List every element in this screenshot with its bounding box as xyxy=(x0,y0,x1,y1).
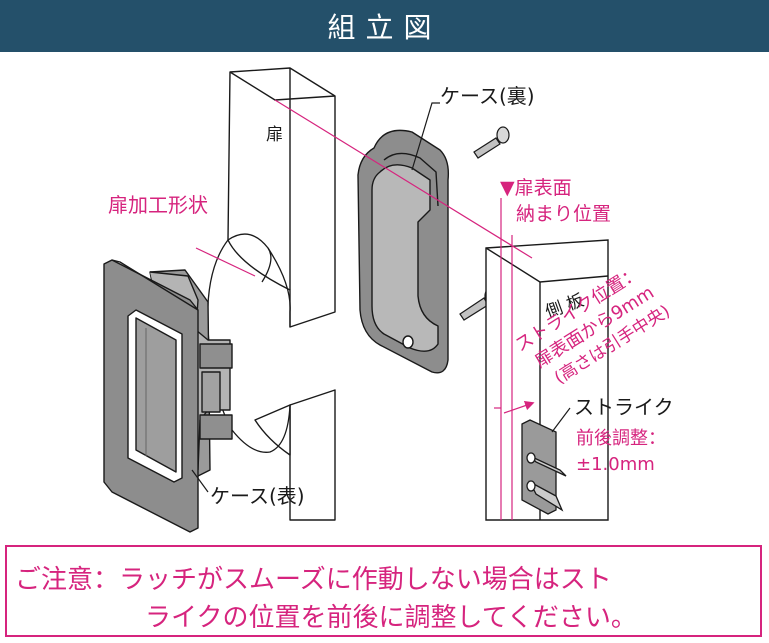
case-back xyxy=(357,129,450,374)
case-front xyxy=(103,259,233,533)
door-shape-label: 扉加工形状 xyxy=(108,193,208,217)
page-title: 組立図 xyxy=(327,11,442,44)
strike-plate xyxy=(521,419,567,515)
header-bar: 組立図 xyxy=(0,0,769,52)
assembly-diagram: 扉 側 板 xyxy=(103,67,674,533)
screw-top xyxy=(473,126,510,159)
door-surface-label-1: ▼扉表面 xyxy=(500,177,572,199)
door-panel xyxy=(227,67,336,521)
guide-lines xyxy=(195,99,535,520)
door-surface-label-2: 納まり位置 xyxy=(516,203,611,225)
side-panel xyxy=(485,239,609,521)
door-label: 扉 xyxy=(266,125,283,145)
caution-notice: ご注意：ラッチがスムーズに作動しない場合はスト ライクの位置を前後に調整してくだ… xyxy=(5,545,762,637)
case-back-label: ケース(裏) xyxy=(440,84,535,108)
adjust-label-1: 前後調整： xyxy=(576,428,666,449)
caution-line-2: ライクの位置を前後に調整してください。 xyxy=(145,603,637,633)
strike-label: ストライク xyxy=(574,395,674,419)
case-front-label: ケース(表) xyxy=(210,484,305,508)
leader-lines xyxy=(191,102,571,493)
adjust-label-2: ±1.0mm xyxy=(576,454,655,475)
caution-line-1: ご注意：ラッチがスムーズに作動しない場合はスト xyxy=(15,565,612,595)
